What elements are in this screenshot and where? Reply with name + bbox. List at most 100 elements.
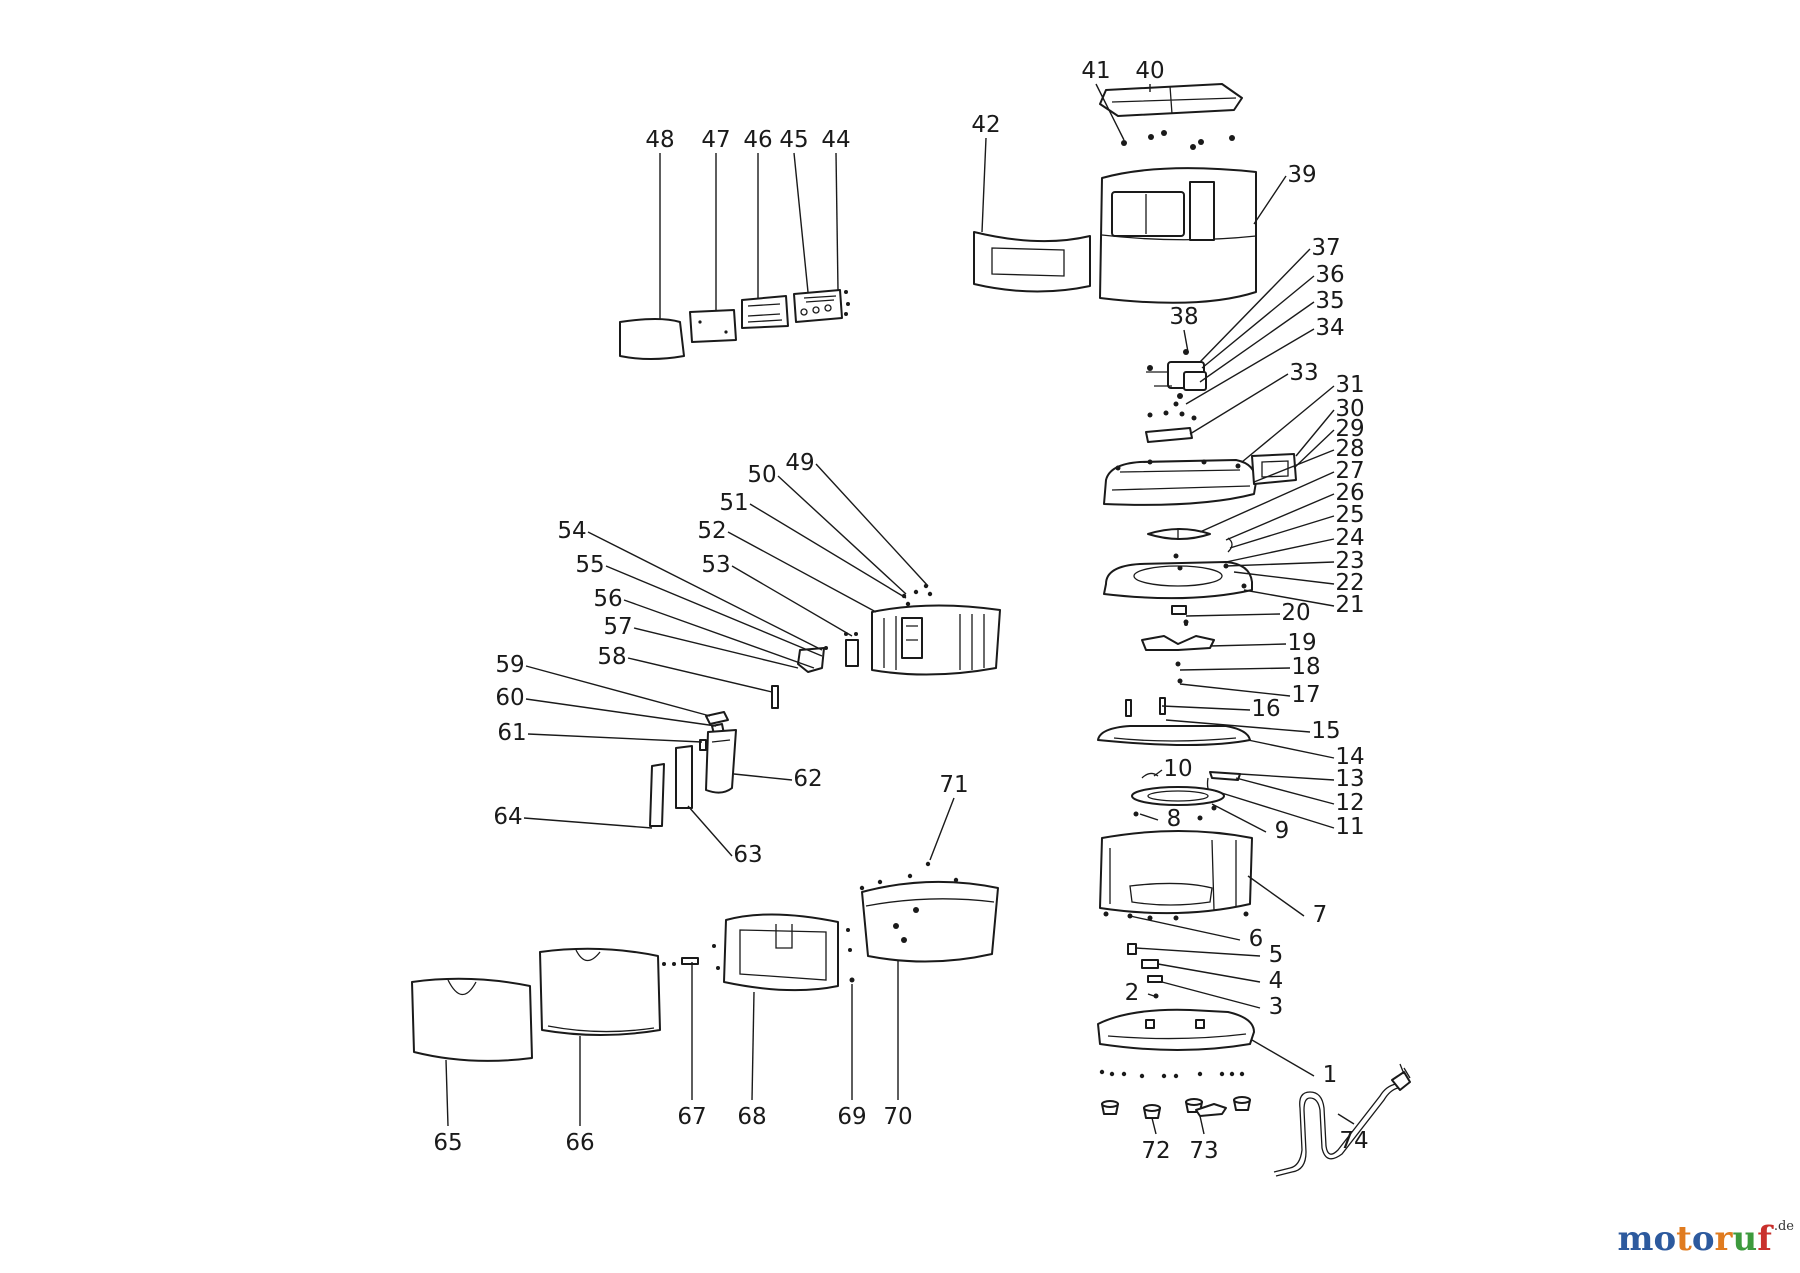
callout-21: 21	[1335, 592, 1364, 618]
leader-73	[1199, 1115, 1205, 1135]
motoruf-watermark: motoruf.de	[1617, 1219, 1794, 1259]
leader-41	[1095, 83, 1125, 141]
leader-4	[1157, 963, 1261, 983]
part-66-front-panel	[539, 947, 661, 1036]
callout-58: 58	[597, 644, 626, 670]
part-8-screws	[1133, 805, 1217, 821]
callout-24: 24	[1335, 525, 1364, 551]
callout-67: 67	[677, 1104, 706, 1130]
leader-62	[733, 773, 793, 781]
part-67-latch	[662, 957, 699, 966]
callout-52: 52	[697, 518, 726, 544]
watermark-letter: o	[1691, 1219, 1715, 1259]
leader-37	[1199, 248, 1311, 363]
leader-64	[523, 817, 653, 829]
callout-54: 54	[557, 518, 586, 544]
callout-50: 50	[747, 462, 776, 488]
leader-42	[981, 137, 987, 233]
callout-55: 55	[575, 552, 604, 578]
leader-74	[1337, 1113, 1355, 1125]
part-20-clip	[1171, 605, 1189, 625]
leader-7	[1247, 875, 1305, 917]
callout-9: 9	[1275, 818, 1290, 844]
part-base-screws	[1099, 1069, 1245, 1079]
leader-11	[1211, 789, 1335, 829]
leader-44	[835, 152, 839, 291]
callout-18: 18	[1291, 654, 1320, 680]
leader-39	[1253, 175, 1287, 225]
part-30-control-box	[1251, 453, 1297, 485]
callout-36: 36	[1315, 262, 1344, 288]
leader-8	[1139, 813, 1159, 821]
part-49-53-screws	[901, 583, 933, 607]
leader-15	[1165, 719, 1311, 733]
callout-13: 13	[1335, 766, 1364, 792]
callout-34: 34	[1315, 315, 1344, 341]
leader-71	[929, 797, 955, 861]
leader-3	[1161, 981, 1261, 1009]
callout-5: 5	[1269, 942, 1284, 968]
callout-59: 59	[495, 652, 524, 678]
leader-36	[1201, 275, 1315, 369]
callout-38: 38	[1169, 304, 1198, 330]
callout-44: 44	[821, 127, 850, 153]
part-53-handle-bracket	[844, 632, 859, 667]
leader-65	[445, 1059, 449, 1127]
leader-57	[633, 627, 799, 669]
callout-17: 17	[1291, 682, 1320, 708]
callout-48: 48	[645, 127, 674, 153]
watermark-letter: m	[1617, 1219, 1654, 1259]
part-4-microswitch	[1141, 959, 1159, 969]
part-31-top-plate	[1103, 459, 1257, 506]
callout-15: 15	[1311, 718, 1340, 744]
leader-55	[605, 565, 823, 657]
leader-30	[1295, 409, 1335, 457]
part-5-switch	[1127, 943, 1137, 955]
leader-12	[1235, 777, 1335, 805]
part-65-front-cover	[411, 977, 533, 1062]
part-40-top-cover	[1099, 83, 1243, 117]
part-70-drawer	[861, 880, 999, 963]
part-68-front-frame	[712, 913, 852, 992]
leader-63	[687, 805, 733, 857]
callout-47: 47	[701, 127, 730, 153]
callout-16: 16	[1251, 696, 1280, 722]
part-74-power-cord	[1273, 1063, 1411, 1177]
part-21-middle-plate	[1103, 553, 1253, 600]
callout-10: 10	[1163, 756, 1192, 782]
leader-22	[1233, 571, 1335, 585]
callout-14: 14	[1335, 744, 1364, 770]
callout-31: 31	[1335, 372, 1364, 398]
callout-2: 2	[1125, 980, 1140, 1006]
leader-61	[527, 733, 703, 743]
leader-24	[1225, 538, 1335, 563]
part-41-screws	[1121, 130, 1235, 150]
watermark-letter: f	[1757, 1219, 1772, 1259]
leader-lines	[445, 83, 1355, 1135]
part-17-18-screws	[1175, 661, 1183, 684]
watermark-letter: r	[1714, 1219, 1733, 1259]
leader-16	[1161, 705, 1251, 711]
watermark-letter: o	[1653, 1219, 1677, 1259]
leader-31	[1241, 385, 1335, 463]
callout-61: 61	[497, 720, 526, 746]
leader-53	[731, 565, 853, 637]
leader-6	[1129, 915, 1241, 941]
callout-72: 72	[1141, 1138, 1170, 1164]
callout-6: 6	[1249, 926, 1264, 952]
leader-5	[1135, 947, 1261, 957]
callout-64: 64	[493, 804, 522, 830]
callout-1: 1	[1323, 1062, 1338, 1088]
part-1-base	[1097, 1008, 1255, 1051]
leader-60	[525, 698, 717, 727]
leader-35	[1199, 301, 1315, 383]
leader-21	[1243, 589, 1335, 607]
callout-12: 12	[1335, 790, 1364, 816]
callout-45: 45	[779, 127, 808, 153]
callout-71: 71	[939, 772, 968, 798]
leader-58	[627, 657, 773, 693]
callout-73: 73	[1189, 1138, 1218, 1164]
part-39-upper-housing	[1099, 167, 1257, 304]
